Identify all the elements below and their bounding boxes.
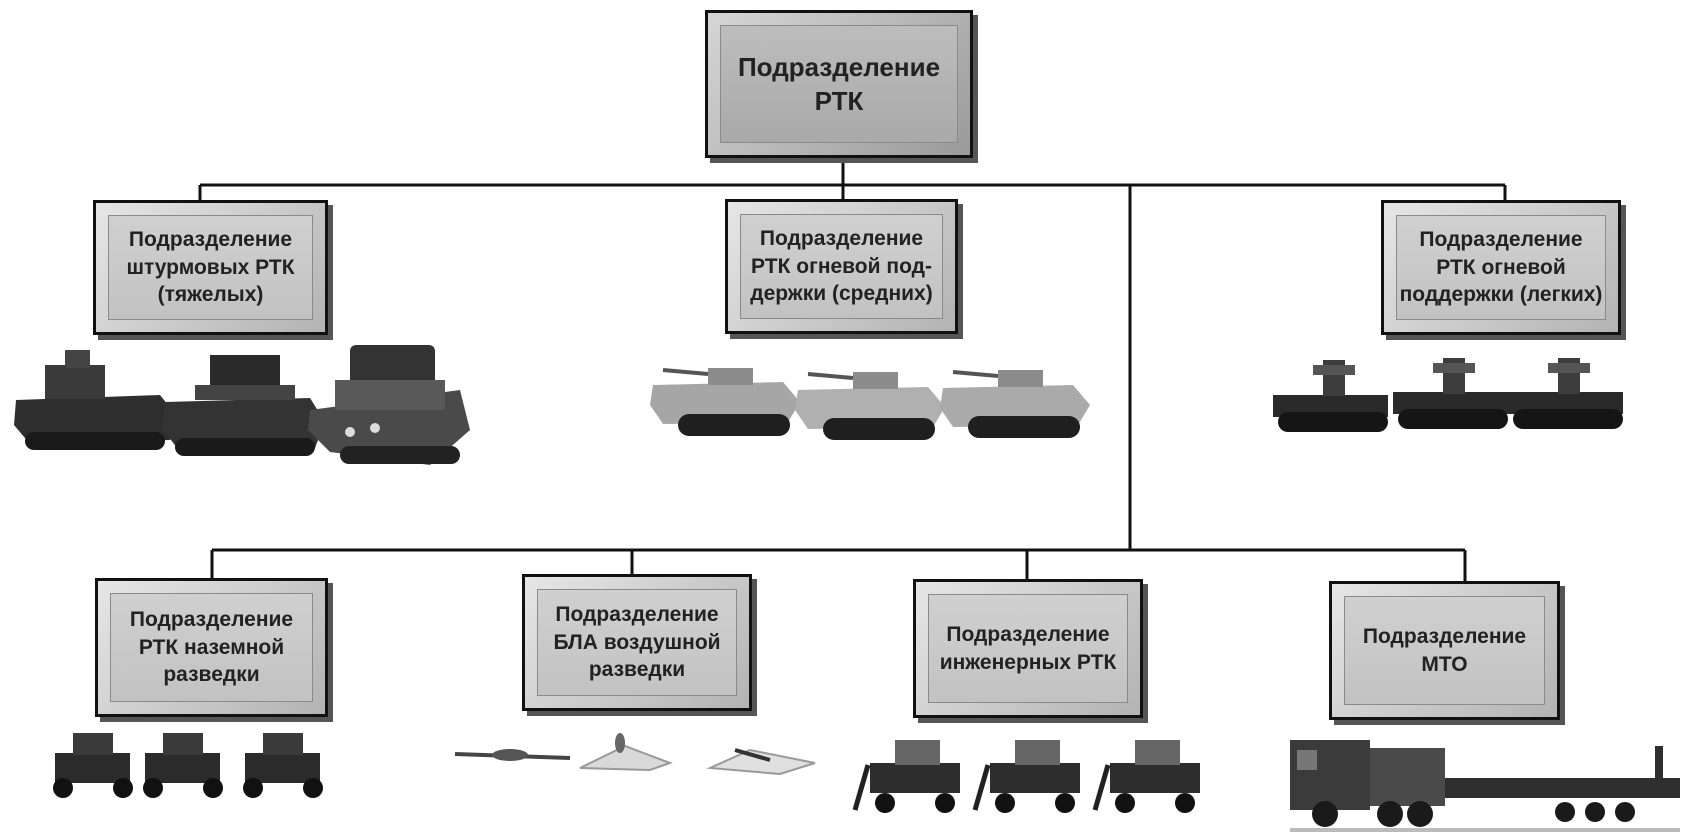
uav-air-recon-label: Подразделение БЛА воздушной разведки (553, 602, 721, 682)
ground-recon-rtk-node: Подразделение РТК наземной разведки (95, 578, 328, 717)
medium-fire-support-robot-icon (940, 370, 1090, 438)
uav-icon (454, 749, 571, 761)
root-node: Подразделение РТК (705, 10, 973, 158)
uav-illustration (454, 733, 816, 776)
medium-fire-support-robots-illustration (650, 368, 1090, 440)
light-fire-support-rtk-label: Подразделение РТК огневой поддержки (лег… (1399, 227, 1603, 307)
heavy-assault-robot-icon (14, 350, 180, 450)
ground-recon-rtk-label: Подразделение РТК наземной разведки (129, 607, 294, 687)
medium-fire-support-rtk-node: Подразделение РТК огневой под- держки (с… (725, 199, 958, 334)
uav-air-recon-node: Подразделение БЛА воздушной разведки (522, 574, 752, 711)
uav-icon (579, 733, 673, 772)
heavy-assault-robots-illustration (14, 345, 470, 465)
ground-recon-robot-icon (143, 733, 223, 798)
light-fire-support-robots-illustration (1273, 358, 1623, 432)
engineering-rtk-node: Подразделение инженерных РТК (913, 579, 1143, 718)
heavy-assault-rtk-node: Подразделение штурмовых РТК (тяжелых) (93, 200, 328, 335)
medium-fire-support-rtk-label: Подразделение РТК огневой под- держки (с… (750, 226, 933, 306)
engineering-robot-icon (972, 740, 1080, 813)
mto-label: Подразделение МТО (1362, 624, 1527, 676)
engineering-rtk-label: Подразделение инженерных РТК (939, 622, 1117, 674)
root-node-label: Подразделение РТК (737, 51, 941, 116)
engineering-robots-illustration (852, 740, 1200, 813)
ground-recon-robot-icon (243, 733, 323, 798)
light-fire-support-rtk-node: Подразделение РТК огневой поддержки (лег… (1381, 200, 1621, 335)
medium-fire-support-robot-icon (650, 368, 800, 436)
engineering-robot-icon (852, 740, 960, 813)
light-fire-support-robot-icon (1273, 360, 1388, 432)
transporter-truck-illustration (1290, 740, 1680, 832)
heavy-assault-robot-icon (308, 345, 470, 465)
transporter-truck-icon (1290, 740, 1680, 832)
light-fire-support-robot-icon (1393, 358, 1508, 429)
mto-node: Подразделение МТО (1329, 581, 1560, 720)
medium-fire-support-robot-icon (795, 372, 945, 440)
light-fire-support-robot-icon (1508, 358, 1623, 429)
heavy-assault-robot-icon (162, 355, 325, 456)
engineering-robot-icon (1092, 740, 1200, 813)
ground-recon-robots-illustration (53, 733, 323, 798)
uav-icon (706, 748, 816, 776)
ground-recon-robot-icon (53, 733, 133, 798)
heavy-assault-rtk-label: Подразделение штурмовых РТК (тяжелых) (126, 227, 295, 307)
